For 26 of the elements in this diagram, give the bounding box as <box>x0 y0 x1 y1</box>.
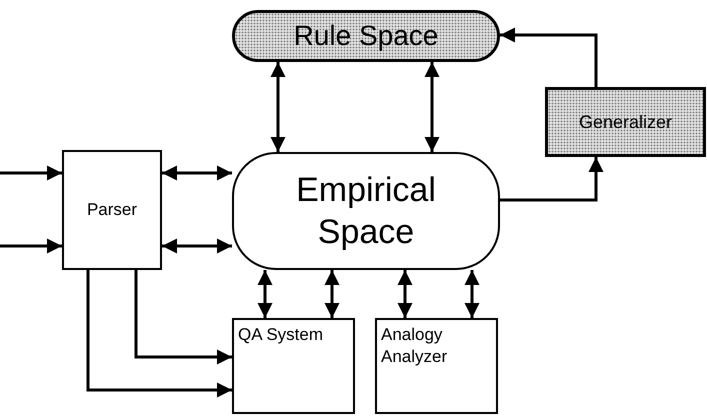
arrow <box>258 270 272 318</box>
arrow <box>500 157 604 202</box>
arrow <box>0 166 62 180</box>
node-label: Rule Space <box>294 19 438 53</box>
arrow <box>424 62 440 152</box>
arrow <box>86 270 232 398</box>
arrow <box>0 238 62 254</box>
node-label: Parser <box>86 199 138 222</box>
arrow <box>162 166 232 180</box>
arrow <box>398 270 412 318</box>
arrow <box>464 270 480 318</box>
node-label: QA System <box>238 324 324 346</box>
arrow <box>134 270 232 364</box>
rounded-box <box>232 152 500 270</box>
shaded-box <box>545 87 706 157</box>
process-box <box>62 150 162 270</box>
arrow <box>270 62 286 152</box>
process-box <box>375 318 498 414</box>
arrow <box>162 238 232 254</box>
node-label: Empirical Space <box>295 170 437 253</box>
rounded-pill-box <box>232 10 500 62</box>
arrow <box>500 28 598 87</box>
process-box <box>232 318 355 414</box>
arrow <box>324 270 340 318</box>
node-label: Generalizer <box>578 110 672 134</box>
node-label: Analogy Analyzer <box>381 324 448 368</box>
